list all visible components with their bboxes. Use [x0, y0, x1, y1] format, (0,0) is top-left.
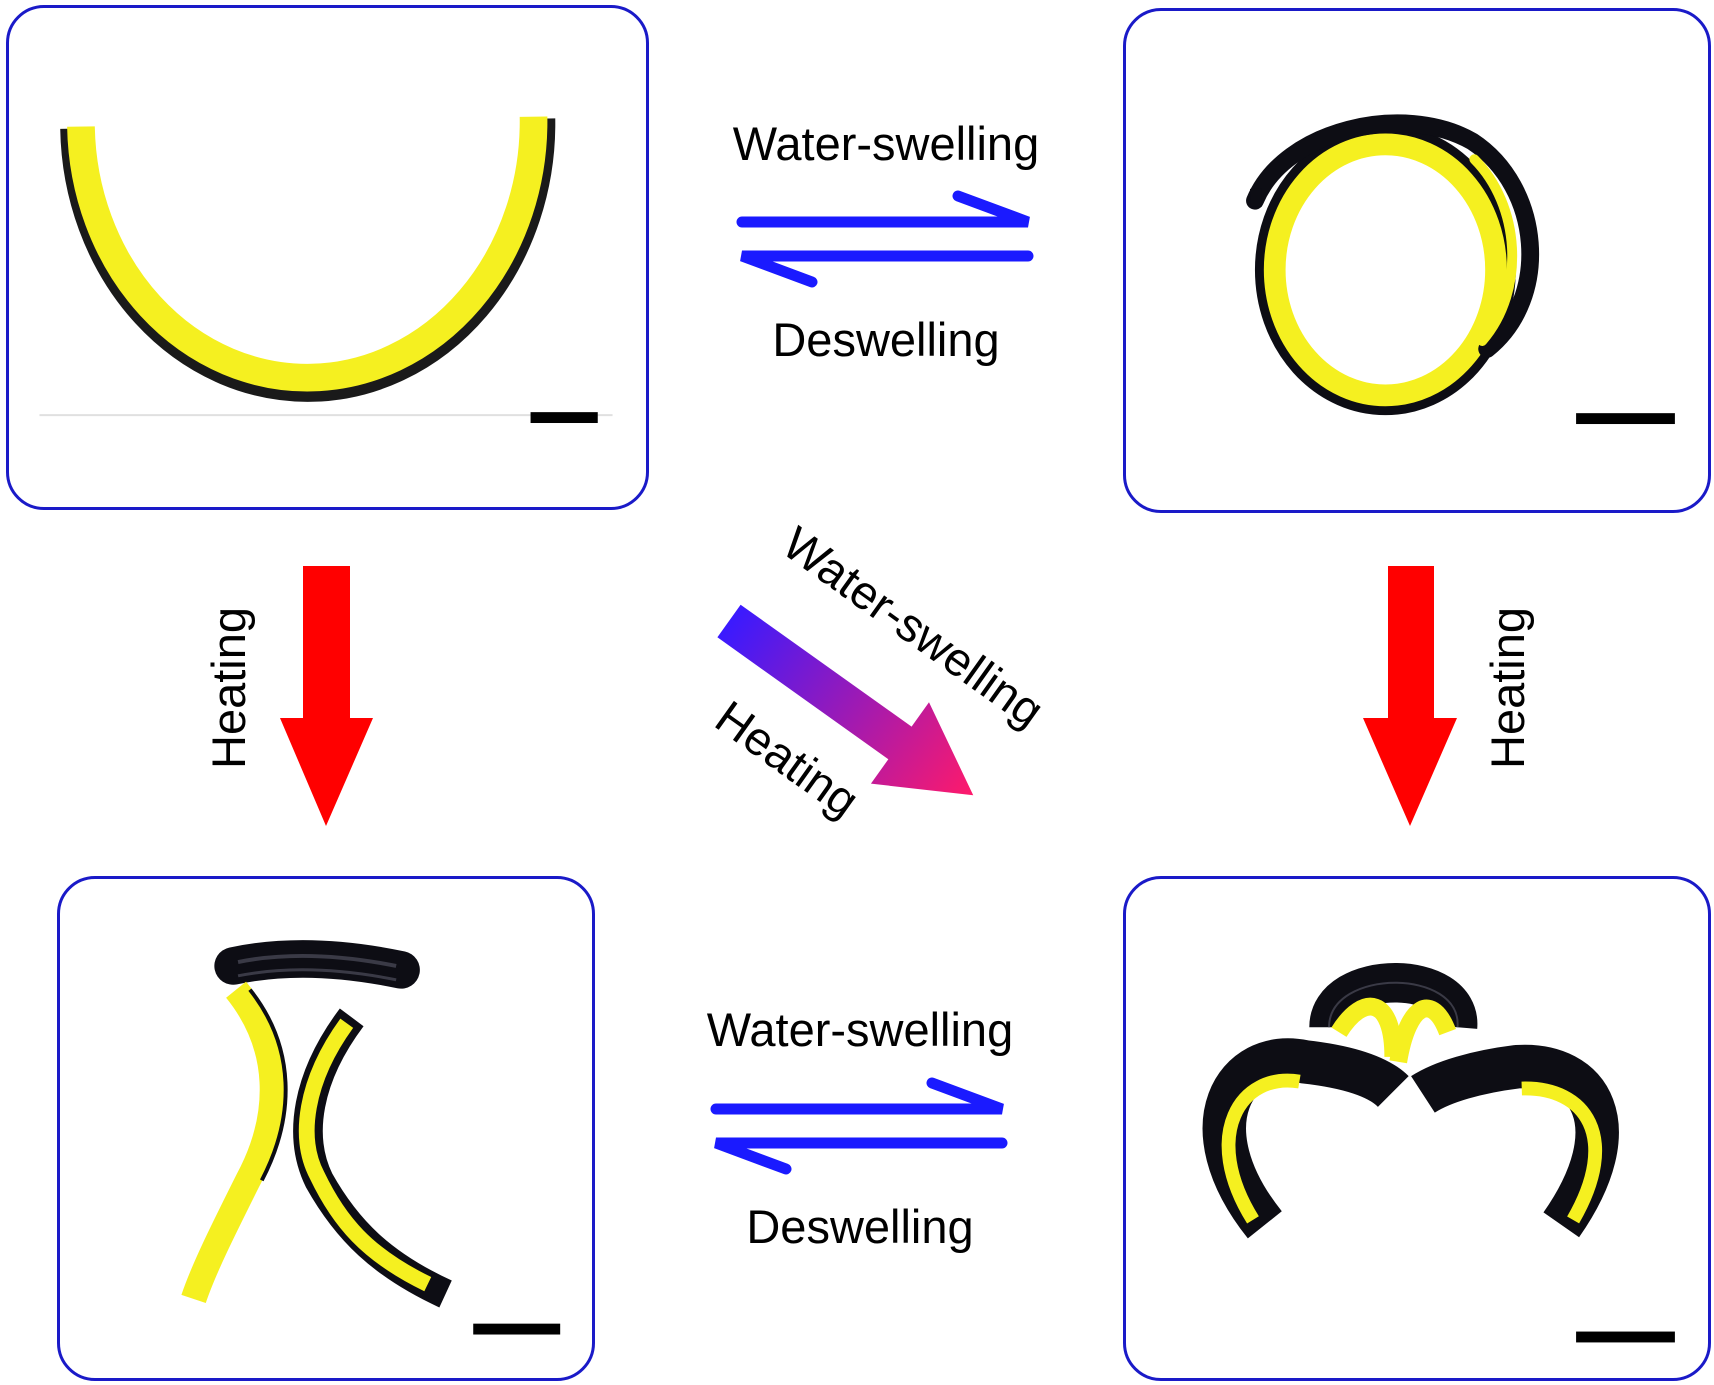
scale-bar [1576, 413, 1675, 425]
saddle-strip-image [181, 940, 561, 1335]
top-reverse-label: Deswelling [772, 313, 999, 366]
top-forward-label: Water-swelling [733, 117, 1039, 170]
diagonal-upper-label: Water-swelling [773, 516, 1053, 737]
top-equilibrium-arrows [736, 190, 1034, 288]
diagonal-lower-label: Heating [706, 690, 869, 827]
panel-spiral-strip [1123, 8, 1711, 513]
left-heating-arrow [280, 566, 373, 826]
semicircle-strip-image [39, 116, 613, 424]
three-loop-strip-image [1202, 963, 1675, 1343]
spiral-strip-image [1246, 114, 1675, 425]
right-heating-label: Heating [1481, 607, 1534, 769]
right-heating-arrow [1363, 566, 1457, 826]
scale-bar [530, 412, 598, 424]
bottom-equilibrium-arrows [710, 1077, 1008, 1175]
panel-saddle-strip [57, 876, 595, 1381]
left-heating-label: Heating [202, 607, 255, 769]
scale-bar [473, 1323, 561, 1335]
bottom-forward-label: Water-swelling [707, 1003, 1013, 1056]
diagonal-gradient-arrow [717, 604, 974, 796]
scale-bar [1576, 1331, 1675, 1343]
bottom-reverse-label: Deswelling [746, 1200, 973, 1253]
panel-semicircle-strip [6, 5, 649, 510]
panel-three-loop-strip [1123, 876, 1711, 1381]
